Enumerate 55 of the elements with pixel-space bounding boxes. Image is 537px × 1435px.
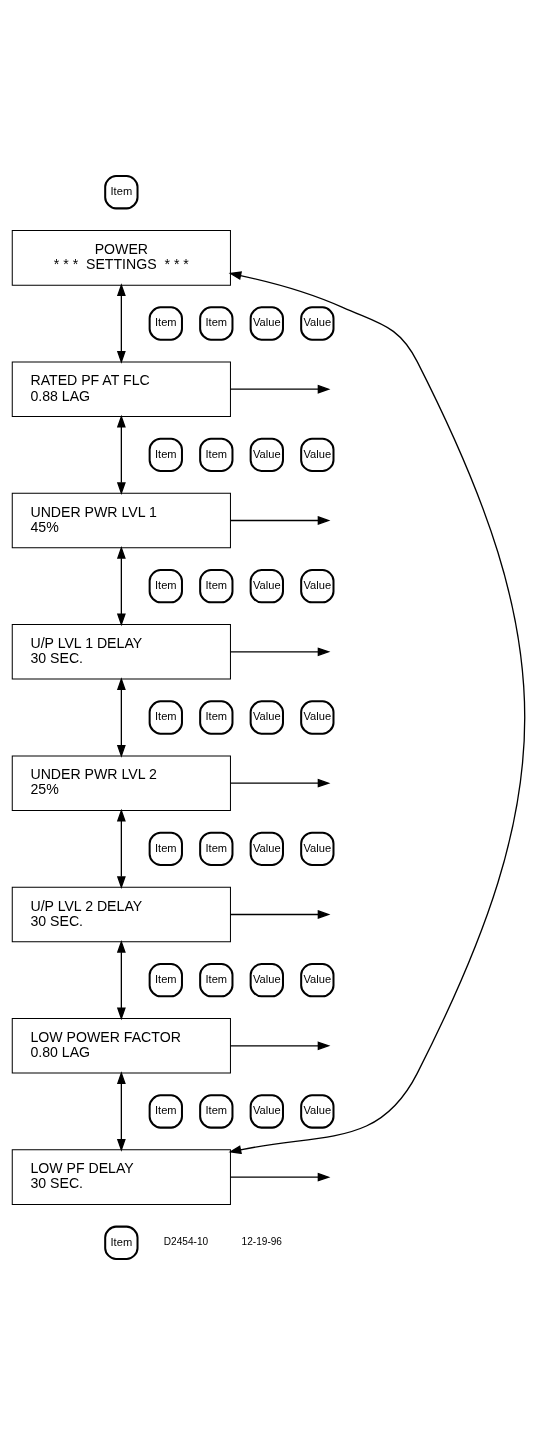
label: Item [205, 841, 228, 854]
label: Item [205, 972, 228, 985]
arrow [116, 808, 126, 889]
label: Value [303, 316, 332, 329]
label: Value [253, 579, 281, 591]
node-box: UNDER PWR LVL 2 25% [11, 755, 231, 811]
label: Item [155, 316, 177, 329]
label: Item [205, 579, 228, 591]
label: Value [253, 841, 281, 854]
arrow [229, 1041, 331, 1051]
node-box: U/P LVL 2 DELAY 30 SEC. [11, 886, 231, 943]
label: Value [253, 447, 281, 460]
arrow [116, 414, 126, 496]
label: Item [155, 710, 177, 723]
label: Item [110, 185, 133, 198]
label: Value [303, 447, 332, 460]
label: Value [253, 972, 281, 985]
label: Value [303, 579, 332, 591]
label: D2454-10 [163, 1236, 209, 1248]
label: Item [205, 316, 228, 329]
label: Value [253, 710, 281, 723]
node-box: RATED PF AT FLC 0.88 LAG [11, 361, 231, 417]
arrow [229, 910, 331, 919]
arrow [228, 271, 526, 1155]
node-box: U/P LVL 1 DELAY 30 SEC. [11, 624, 231, 680]
label: Item [155, 579, 177, 591]
label: Value [303, 841, 332, 854]
label: Value [253, 1104, 281, 1117]
label: Value [303, 710, 332, 723]
node-box: UNDER PWR LVL 1 45% [11, 492, 231, 549]
arrow [229, 384, 331, 394]
label: Item [155, 447, 177, 460]
arrow [229, 647, 331, 657]
arrow [116, 1071, 126, 1152]
label: Item [205, 710, 228, 723]
node-box: LOW PF DELAY 30 SEC. [11, 1149, 231, 1205]
label: 12-19-96 [241, 1236, 282, 1248]
arrow [116, 940, 126, 1021]
arrow [116, 283, 126, 364]
label: Item [155, 972, 177, 985]
label: Item [155, 841, 177, 854]
label: Item [205, 447, 228, 460]
label: Item [205, 1104, 228, 1117]
arrow [229, 1172, 331, 1182]
label: Value [303, 1104, 332, 1117]
node-box: POWER * * * SETTINGS * * * [11, 230, 231, 286]
label: Item [110, 1235, 133, 1248]
arrow [229, 516, 331, 525]
arrow [116, 546, 126, 627]
arrow [116, 677, 126, 758]
arrow [229, 778, 331, 788]
label: Value [303, 972, 332, 985]
label: Item [155, 1104, 177, 1117]
label: Value [253, 316, 281, 329]
node-box: LOW POWER FACTOR 0.80 LAG [11, 1018, 231, 1074]
